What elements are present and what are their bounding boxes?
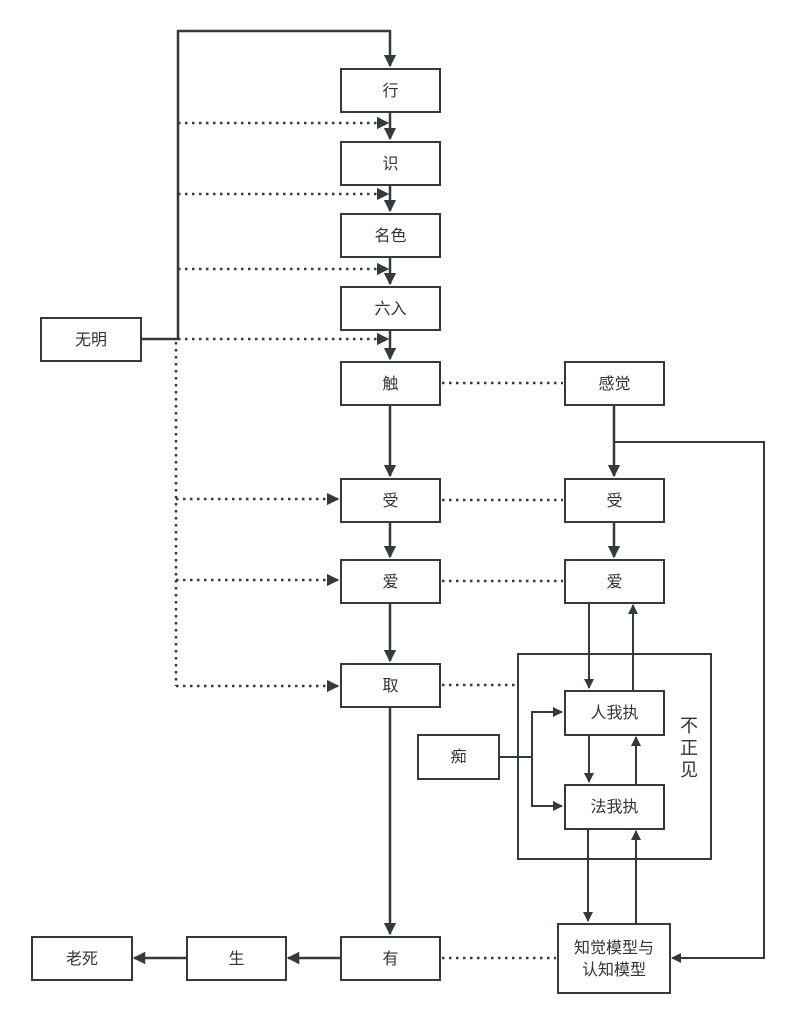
node-shou-right[interactable]: 受	[564, 478, 665, 523]
wrong-view-label: 不正见	[680, 716, 698, 781]
node-you[interactable]: 有	[340, 936, 441, 981]
node-qu[interactable]: 取	[340, 663, 441, 708]
node-wuming[interactable]: 无明	[40, 317, 142, 362]
node-ai[interactable]: 爱	[340, 559, 441, 604]
edge-wuming-xing	[141, 29, 397, 341]
node-laosi[interactable]: 老死	[31, 936, 133, 981]
node-ganjue[interactable]: 感觉	[564, 361, 665, 406]
edge-ganjue-model	[614, 441, 765, 963]
edge-chi-fawozhi	[531, 757, 563, 811]
node-xing[interactable]: 行	[340, 68, 441, 113]
edge-chi-renwozhi	[499, 707, 563, 758]
node-shi[interactable]: 识	[340, 141, 441, 186]
node-ai-right[interactable]: 爱	[564, 559, 665, 604]
node-sheng[interactable]: 生	[186, 936, 287, 981]
node-chi[interactable]: 痴	[417, 734, 500, 780]
node-shou[interactable]: 受	[340, 478, 441, 523]
node-mingse[interactable]: 名色	[340, 213, 441, 258]
node-fawozhi[interactable]: 法我执	[564, 784, 665, 830]
node-liuru[interactable]: 六入	[340, 286, 441, 331]
node-chu[interactable]: 触	[340, 361, 441, 406]
wrong-view-group	[517, 653, 712, 860]
node-model[interactable]: 知觉模型与认知模型	[557, 923, 671, 994]
node-renwozhi[interactable]: 人我执	[564, 690, 665, 736]
